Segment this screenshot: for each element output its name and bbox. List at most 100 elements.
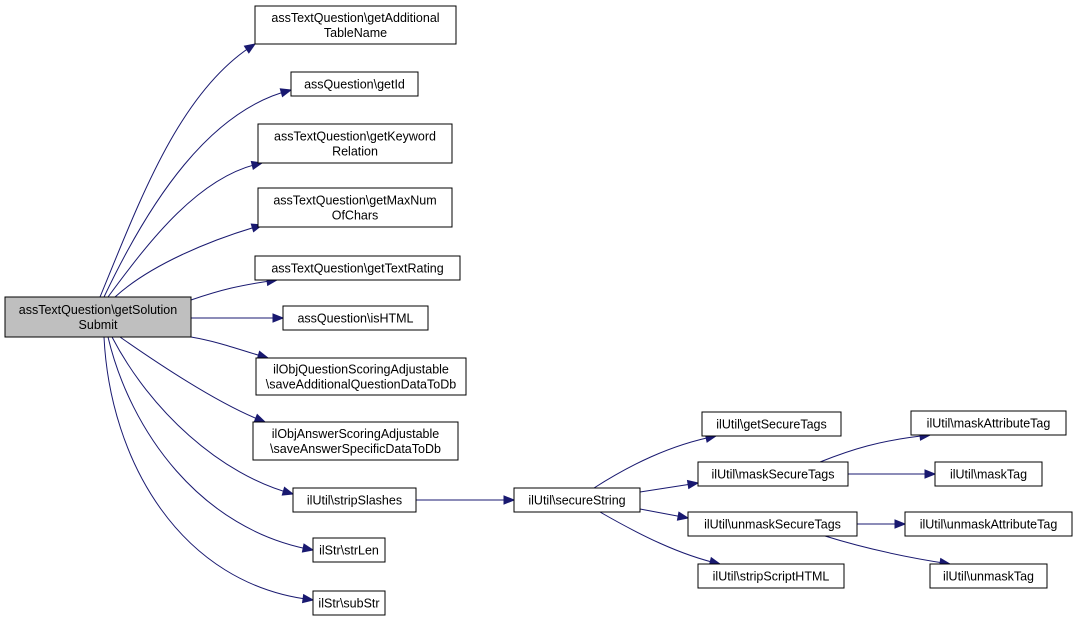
node-label: assTextQuestion\getKeyword — [274, 130, 436, 144]
node-box — [513, 487, 641, 513]
edge-root-to-n9 — [111, 336, 295, 496]
node-n9[interactable]: ilUtil\stripSlashes — [292, 487, 417, 513]
node-label: Submit — [79, 318, 118, 332]
node-label: assQuestion\isHTML — [297, 312, 413, 326]
node-label: ilObjQuestionScoringAdjustable — [273, 363, 449, 377]
edge-n15-to-n20 — [824, 535, 952, 568]
arrowhead-icon — [301, 543, 315, 553]
edge-line — [593, 435, 717, 489]
node-label: ilStr\subStr — [318, 597, 379, 611]
node-n5[interactable]: assTextQuestion\getTextRating — [254, 255, 461, 281]
node-label: ilUtil\maskTag — [950, 468, 1027, 482]
edge-line — [103, 336, 314, 601]
arrowhead-icon — [676, 511, 690, 521]
node-label: \saveAdditionalQuestionDataToDb — [266, 378, 456, 392]
edges-layer — [99, 43, 952, 604]
node-n8[interactable]: ilObjAnswerScoringAdjustable\saveAnswerS… — [252, 421, 459, 461]
edge-line — [111, 336, 294, 495]
arrowhead-icon — [686, 479, 700, 490]
node-box — [254, 255, 461, 281]
node-box — [4, 296, 192, 338]
node-label: Relation — [332, 145, 378, 159]
edge-line — [99, 43, 256, 298]
node-n18[interactable]: ilUtil\maskTag — [934, 461, 1043, 487]
node-n12[interactable]: ilUtil\secureString — [513, 487, 641, 513]
node-n16[interactable]: ilUtil\stripScriptHTML — [697, 563, 845, 589]
node-label: assTextQuestion\getTextRating — [271, 262, 443, 276]
arrowhead-icon — [243, 43, 257, 54]
node-box — [697, 461, 849, 487]
arrowhead-icon — [924, 469, 937, 479]
edge-line — [190, 336, 269, 359]
node-n11[interactable]: ilStr\subStr — [312, 590, 386, 616]
node-label: ilUtil\maskSecureTags — [712, 468, 835, 482]
edge-n14-to-n18 — [848, 469, 937, 479]
node-box — [697, 563, 845, 589]
edge-root-to-n10 — [107, 336, 315, 553]
node-box — [255, 357, 467, 396]
node-n17[interactable]: ilUtil\maskAttributeTag — [910, 410, 1067, 436]
edge-line — [819, 434, 931, 463]
node-box — [257, 187, 453, 228]
node-label: assQuestion\getId — [304, 78, 405, 92]
node-box — [904, 511, 1073, 537]
node-n10[interactable]: ilStr\strLen — [312, 537, 386, 563]
arrowhead-icon — [894, 519, 907, 529]
node-label: assTextQuestion\getMaxNum — [273, 194, 436, 208]
arrowhead-icon — [279, 88, 293, 98]
node-n7[interactable]: ilObjQuestionScoringAdjustable\saveAddit… — [255, 357, 467, 396]
edge-n12-to-n15 — [639, 508, 690, 521]
edge-line — [114, 224, 263, 298]
arrowhead-icon — [253, 413, 267, 423]
node-box — [934, 461, 1043, 487]
edge-line — [824, 535, 951, 565]
edge-line — [107, 162, 263, 298]
node-label: ilUtil\getSecureTags — [716, 418, 826, 432]
node-box — [687, 511, 858, 537]
arrowhead-icon — [301, 593, 315, 604]
edge-line — [599, 511, 721, 565]
node-label: ilUtil\unmaskTag — [943, 570, 1034, 584]
node-label: assTextQuestion\getSolution — [19, 303, 177, 317]
node-n19[interactable]: ilUtil\unmaskAttributeTag — [904, 511, 1073, 537]
node-box — [254, 5, 457, 45]
node-box — [290, 71, 419, 97]
node-box — [312, 537, 386, 563]
node-box — [929, 563, 1048, 589]
node-label: ilUtil\stripSlashes — [307, 494, 402, 508]
node-label: OfChars — [332, 209, 379, 223]
node-label: ilUtil\maskAttributeTag — [927, 417, 1051, 431]
node-n6[interactable]: assQuestion\isHTML — [282, 305, 429, 331]
edge-line — [103, 89, 292, 298]
edge-root-to-n5 — [190, 276, 279, 301]
node-label: ilUtil\stripScriptHTML — [713, 570, 830, 584]
node-n15[interactable]: ilUtil\unmaskSecureTags — [687, 511, 858, 537]
edge-root-to-n3 — [107, 160, 264, 298]
arrowhead-icon — [503, 495, 516, 505]
node-box — [282, 305, 429, 331]
node-n20[interactable]: ilUtil\unmaskTag — [929, 563, 1048, 589]
node-box — [910, 410, 1067, 436]
edge-line — [190, 279, 278, 301]
node-n13[interactable]: ilUtil\getSecureTags — [701, 411, 842, 437]
node-n14[interactable]: ilUtil\maskSecureTags — [697, 461, 849, 487]
arrowhead-icon — [272, 313, 285, 323]
arrowhead-icon — [281, 486, 295, 496]
node-box — [312, 590, 386, 616]
node-label: ilUtil\unmaskAttributeTag — [920, 518, 1058, 532]
edge-n12-to-n14 — [639, 479, 700, 493]
node-label: \saveAnswerSpecificDataToDb — [270, 442, 441, 456]
node-box — [257, 123, 453, 164]
edge-root-to-n7 — [190, 336, 270, 360]
node-n2[interactable]: assQuestion\getId — [290, 71, 419, 97]
edge-root-to-n8 — [119, 336, 267, 423]
edge-n9-to-n12 — [416, 495, 516, 505]
node-box — [292, 487, 417, 513]
node-label: TableName — [324, 26, 387, 40]
node-box — [252, 421, 459, 461]
